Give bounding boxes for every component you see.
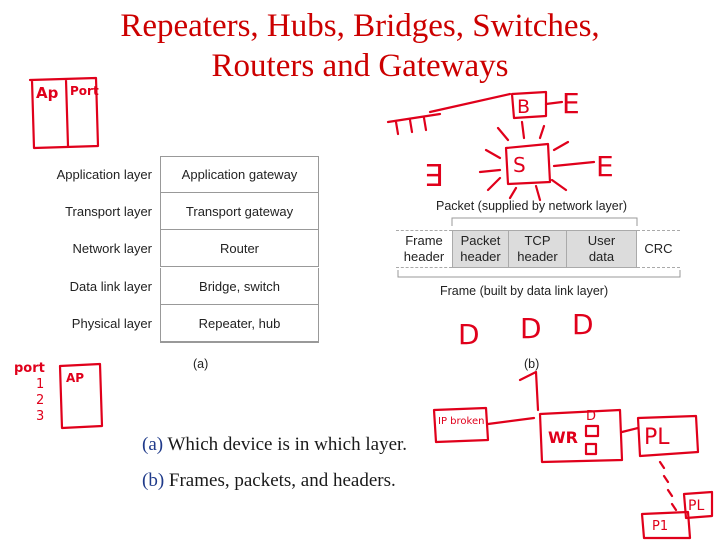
app-port-box (28, 76, 100, 150)
layer-label-physical: Physical layer (71, 316, 152, 331)
tcp-header-line1: TCP (524, 233, 551, 248)
wr-small-boxes (584, 424, 600, 456)
note-pl2: PL (688, 498, 704, 514)
wr-box (538, 408, 624, 464)
layer-label-transport: Transport layer (65, 204, 152, 219)
device-transport-gateway: Transport gateway (160, 193, 319, 230)
wr-to-pl (620, 426, 640, 434)
note-d2: D (520, 312, 542, 345)
note-ap-2: AP (66, 371, 84, 385)
title-line-2: Routers and Gateways (211, 48, 509, 84)
pl2-box (682, 490, 714, 520)
crc-line1: CRC (644, 241, 673, 256)
bridge-to-e (544, 100, 564, 106)
crc-field: CRC (637, 230, 680, 268)
table-bottom-border (160, 342, 319, 343)
ip-lines (486, 370, 540, 426)
device-application-gateway: Application gateway (160, 156, 319, 193)
layer-label-application: Application layer (56, 167, 152, 182)
note-e2: E (596, 150, 614, 183)
frame-bracket (397, 270, 681, 278)
user-data-line2: data (588, 249, 615, 264)
note-e1: E (562, 87, 580, 120)
packet-bracket (451, 217, 638, 226)
bridge-lines (386, 92, 512, 136)
caption-line-b: (b) Frames, packets, and headers. (142, 470, 396, 492)
bottom-box (640, 510, 692, 540)
diagram-a-label: (a) (193, 357, 209, 371)
packet-caption: Packet (supplied by network layer) (436, 199, 628, 213)
caption-a-tag: (a) (142, 434, 164, 455)
tcp-header-line2: header (517, 249, 558, 264)
frame-header-line2: header (403, 249, 445, 264)
caption-a-text: Which device is in which layer. (163, 434, 408, 455)
layer-label-network: Network layer (72, 241, 152, 256)
packet-header-line2: header (460, 249, 501, 264)
ip-broken-box (432, 406, 490, 444)
note-d3: D (572, 308, 594, 341)
note-port: Port (70, 84, 99, 98)
pl-box (636, 414, 700, 458)
port-box (58, 362, 104, 430)
note-d4: D (586, 409, 596, 424)
layer-label-data-link: Data link layer (69, 279, 152, 294)
diagram-b-label: (b) (524, 357, 540, 371)
device-bridge-switch: Bridge, switch (160, 268, 319, 305)
table-top-border (160, 156, 319, 157)
note-pl: PL (644, 425, 670, 450)
note-port-2: port (14, 361, 45, 376)
packet-header-line1: Packet (460, 233, 501, 248)
switch-box (504, 142, 552, 186)
note-ip-broken: IP broken (438, 416, 484, 427)
caption-b-tag: (b) (142, 470, 165, 491)
dotted-trail (658, 460, 678, 512)
note-b: B (517, 96, 530, 118)
bridge-box (510, 90, 548, 120)
caption-b-text: Frames, packets, and headers. (164, 470, 396, 491)
frame-header-line1: Frame (405, 233, 443, 248)
note-3: 3 (36, 409, 44, 424)
note-wr: WR (548, 428, 578, 447)
note-s: S (513, 153, 526, 177)
title-line-1: Repeaters, Hubs, Bridges, Switches, (120, 8, 600, 44)
note-p1: P1 (652, 519, 668, 534)
slide-title: Repeaters, Hubs, Bridges, Switches, Rout… (60, 6, 660, 86)
user-data-line1: User (587, 233, 616, 248)
note-app: Ap (36, 84, 59, 102)
note-d1: D (458, 318, 480, 351)
frame-caption: Frame (built by data link layer) (440, 284, 609, 298)
note-1: 1 (36, 377, 44, 392)
note-e-left: ∃ (424, 159, 443, 194)
device-repeater-hub: Repeater, hub (160, 305, 319, 342)
caption-line-a: (a) Which device is in which layer. (142, 434, 407, 456)
device-router: Router (160, 230, 319, 267)
note-2: 2 (36, 393, 44, 408)
switch-rays (478, 120, 596, 202)
